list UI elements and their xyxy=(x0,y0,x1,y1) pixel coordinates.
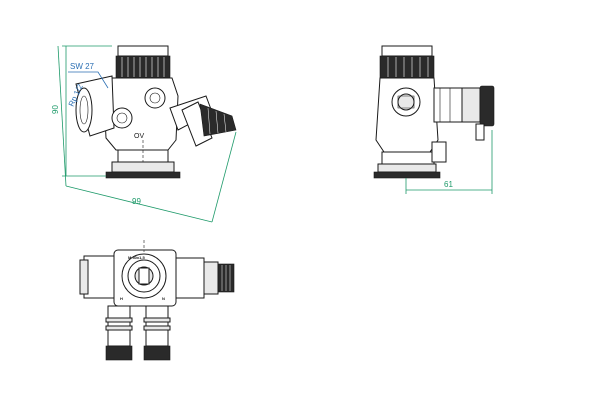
inlet-thread xyxy=(79,95,89,125)
top-inlet xyxy=(83,255,115,299)
left-connector xyxy=(105,305,133,361)
outlet-knurl xyxy=(199,103,237,137)
base-ring xyxy=(111,161,175,173)
base-knurl xyxy=(105,171,181,179)
callout-wrench-leader xyxy=(68,71,109,89)
inlet-opening xyxy=(75,87,93,133)
body-mark: OV xyxy=(134,133,144,140)
side-base-knurl xyxy=(373,171,441,179)
dim-diagonal: 99 xyxy=(132,197,141,206)
dim-depth: 61 xyxy=(444,180,453,189)
mark-left: H xyxy=(120,296,123,301)
cap-top-ring xyxy=(117,45,169,57)
knurled-cap xyxy=(115,55,171,79)
mark-right: N xyxy=(162,296,165,301)
side-view: 61 xyxy=(373,45,495,194)
upper-port xyxy=(144,87,166,109)
side-base-ring xyxy=(377,163,437,173)
side-cap-top xyxy=(381,45,433,57)
front-view: OV SW 27 Rp 1/2 90 99 xyxy=(51,45,237,223)
dim-height: 90 xyxy=(51,105,60,114)
dim-diagonal-line xyxy=(65,185,213,223)
side-drain xyxy=(431,141,447,163)
side-outlet-knurl xyxy=(479,85,495,127)
top-view: M 30x1,5 H N xyxy=(79,240,235,361)
right-connector xyxy=(143,305,171,361)
dial-text: M 30x1,5 xyxy=(128,255,145,260)
top-outlet xyxy=(175,257,205,299)
cap-knurl-lines xyxy=(121,57,165,77)
callout-wrench-size: SW 27 xyxy=(70,62,95,71)
middle-port xyxy=(111,107,133,129)
